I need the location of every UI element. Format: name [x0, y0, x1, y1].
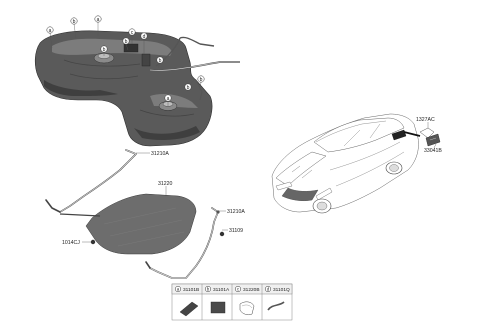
parts-legend-table: a 31101B b 31101A c 31220B d 31101Q [171, 283, 293, 321]
label-31210A-lower: 31210A [227, 209, 245, 215]
callout-a: a [49, 28, 52, 34]
callout-b: b [200, 77, 203, 83]
callout-b: b [187, 85, 190, 91]
callout-d: d [143, 34, 146, 40]
legend-callout-c [234, 285, 242, 293]
label-1014CJ: 1014CJ [62, 240, 80, 246]
legend-part-a: 31101B [183, 287, 199, 293]
callout-c: c [131, 30, 134, 36]
callout-b: b [73, 19, 76, 25]
callout-b: b [103, 47, 106, 53]
part-labels-lower: 31210A 31220 31210A 31109 1014CJ [62, 151, 245, 246]
legend-callout-a [174, 285, 182, 293]
pad-d-icon [267, 301, 285, 311]
legend-letter-d: d [267, 287, 270, 292]
legend-part-d: 31101Q [273, 287, 290, 293]
label-1327AC: 1327AC [416, 117, 435, 123]
callout-b: b [159, 58, 162, 64]
pad-a-icon [179, 301, 199, 317]
vehicle-illustration [271, 113, 421, 214]
label-33041B: 33041B [424, 148, 442, 154]
tank-straps-and-shield [45, 149, 225, 279]
legend-letter-c: c [237, 287, 239, 292]
legend-letter-b: b [207, 287, 210, 292]
legend-part-c: 31220B [243, 287, 260, 293]
label-31109: 31109 [229, 228, 243, 234]
tank-callouts: a b a b c b d b b b a [46, 15, 205, 106]
label-31220: 31220 [158, 181, 173, 187]
callout-b: b [125, 39, 128, 45]
fuel-door-parts: 1327AC 33041B [416, 117, 442, 154]
pad-c-icon [239, 301, 255, 316]
pad-b-icon [210, 301, 226, 314]
legend-callout-b [204, 285, 212, 293]
legend-part-b: 31101A [213, 287, 230, 293]
callout-a: a [167, 96, 170, 102]
callout-a: a [97, 17, 100, 23]
label-31210A-upper: 31210A [151, 151, 169, 157]
legend-callout-d [264, 285, 272, 293]
fuel-tank-illustration [34, 30, 240, 147]
legend-letter-a: a [177, 287, 180, 292]
